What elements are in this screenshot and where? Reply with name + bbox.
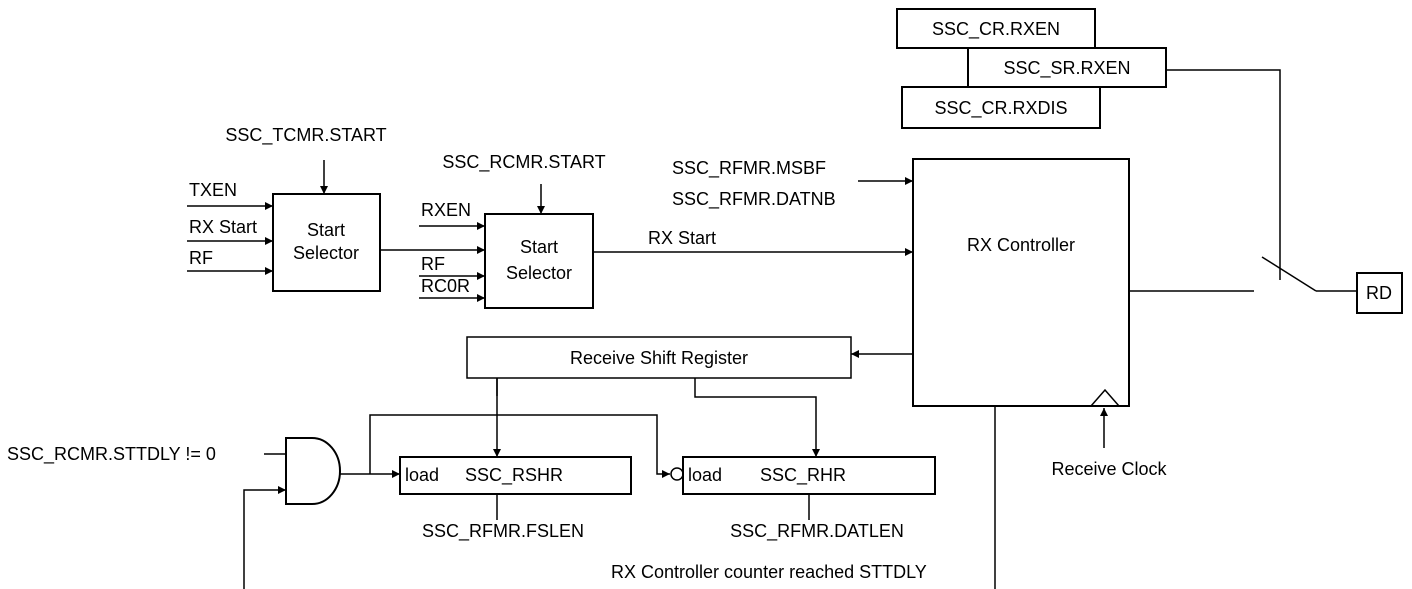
- rhr-load-label: load: [688, 465, 722, 485]
- ssc-cr-rxen-label: SSC_CR.RXEN: [932, 19, 1060, 40]
- start-selector-1: Start Selector: [272, 193, 381, 292]
- and-to-rhr-wire: [369, 414, 670, 478]
- rx-start-label: RX Start: [648, 228, 716, 248]
- clock-input-triangle: [1090, 388, 1120, 407]
- rd-label: RD: [1366, 283, 1392, 303]
- selector-2-input-rxen: RXEN: [421, 200, 471, 220]
- rd-pin: RD: [1356, 272, 1403, 314]
- register-ssc-sr-rxen: SSC_SR.RXEN: [967, 47, 1167, 88]
- register-ssc-cr-rxdis: SSC_CR.RXDIS: [901, 86, 1101, 129]
- ssc-rhr-register: load SSC_RHR: [670, 456, 936, 495]
- selector-2-input-rf: RF: [421, 254, 445, 274]
- rx-controller: RX Controller: [912, 158, 1130, 407]
- selector-2-input-rc0r: RC0R: [421, 276, 470, 296]
- ssc-sr-rxen-label: SSC_SR.RXEN: [1003, 58, 1130, 79]
- counter-reached-label: RX Controller counter reached STTDLY: [611, 562, 927, 582]
- selector-1-input-rx-start: RX Start: [189, 217, 257, 237]
- inverter-bubble: [670, 467, 684, 481]
- rx-enable-switch: [1261, 256, 1317, 292]
- rfmr-fslen-label: SSC_RFMR.FSLEN: [422, 521, 584, 542]
- rx-controller-label: RX Controller: [967, 235, 1075, 255]
- rfmr-datnb-label: SSC_RFMR.DATNB: [672, 189, 836, 210]
- ssc-cr-rxdis-label: SSC_CR.RXDIS: [934, 98, 1067, 119]
- selector-1-input-txen: TXEN: [189, 180, 237, 200]
- and-gate: [285, 437, 341, 505]
- rcmr-sttdly-label: SSC_RCMR.STTDLY != 0: [7, 444, 216, 465]
- receive-clock-label: Receive Clock: [1051, 459, 1167, 479]
- start-selector-1-title-line2: Selector: [293, 243, 359, 263]
- rxen-status-wire: [1166, 69, 1281, 280]
- counter-reached-wire: [243, 486, 286, 589]
- rfmr-msbf-label: SSC_RFMR.MSBF: [672, 158, 826, 179]
- start-selector-2: Start Selector: [484, 213, 594, 309]
- start-selector-1-title-line1: Start: [307, 220, 345, 240]
- receive-shift-register: Receive Shift Register: [466, 336, 852, 379]
- rfmr-datlen-label: SSC_RFMR.DATLEN: [730, 521, 904, 542]
- start-selector-2-title-line2: Selector: [506, 263, 572, 283]
- receive-shift-register-label: Receive Shift Register: [570, 348, 748, 368]
- selector-1-input-rf: RF: [189, 248, 213, 268]
- start-selector-2-title-line1: Start: [520, 237, 558, 257]
- ssc-rshr-register: load SSC_RSHR: [399, 456, 632, 495]
- tcmr-start-label: SSC_TCMR.START: [225, 125, 386, 146]
- rhr-label: SSC_RHR: [760, 465, 846, 486]
- rcmr-start-label: SSC_RCMR.START: [442, 152, 605, 173]
- shift-to-rhr-wire: [694, 378, 820, 457]
- rshr-label: SSC_RSHR: [465, 465, 563, 486]
- register-ssc-cr-rxen: SSC_CR.RXEN: [896, 8, 1096, 49]
- rshr-load-label: load: [405, 465, 439, 485]
